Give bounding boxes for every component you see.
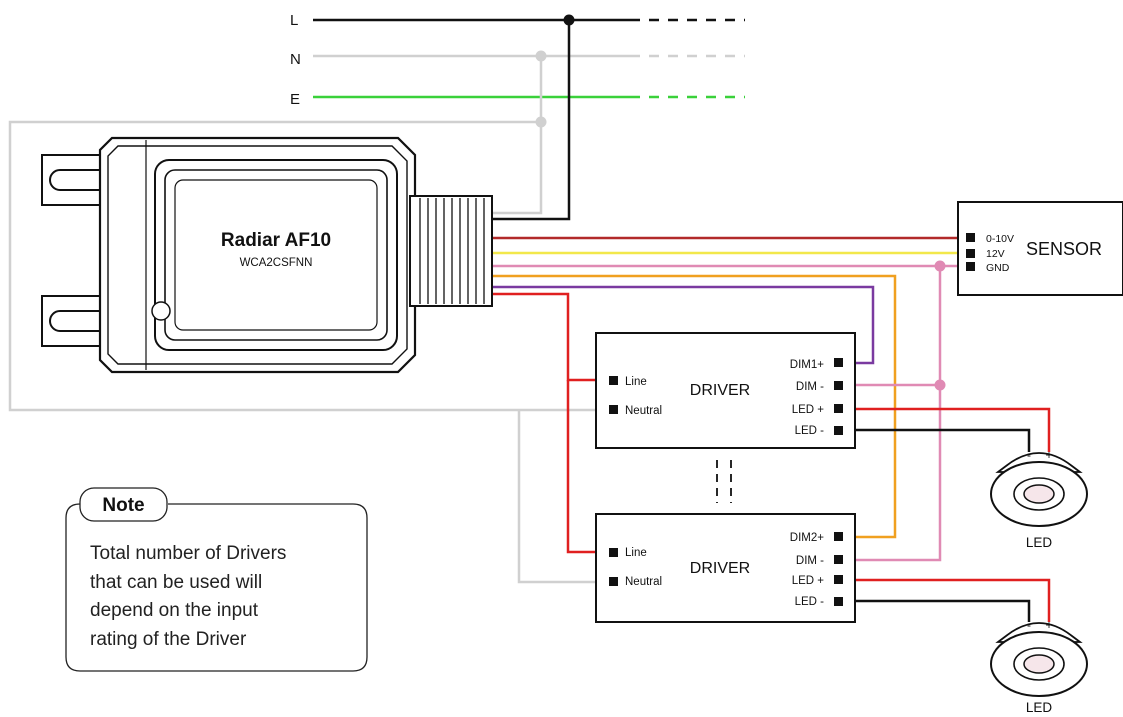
gland-threads — [419, 198, 485, 304]
led-1-minus-label: - — [1027, 448, 1031, 462]
status-led-icon — [151, 301, 171, 321]
note-frame — [65, 503, 368, 672]
sensor-pin-12v — [966, 249, 975, 258]
controller-model: WCA2CSFNN — [240, 257, 313, 269]
note-line-1: Total number of Drivers — [90, 543, 286, 564]
controller-device: Radiar AF10 WCA2CSFNN — [41, 136, 493, 374]
driver-1: Line Neutral DRIVER DIM1+ DIM - LED + LE… — [595, 332, 856, 449]
neutral-junction-2 — [535, 116, 547, 128]
wire-dim1 — [492, 285, 875, 365]
dim-minus-bus-wire — [846, 266, 942, 562]
driver-2-dim-minus-pin — [834, 555, 843, 564]
driver-2-led-minus-pin — [834, 597, 843, 606]
driver-1-box — [595, 332, 856, 449]
led-1-label: LED — [1026, 535, 1053, 550]
driver-1-neutral-pin — [609, 405, 618, 414]
led-2-label: LED — [1026, 700, 1053, 715]
controller-body-inner — [107, 145, 408, 365]
led-2-lens-icon — [1023, 654, 1055, 674]
dim-minus-bus — [846, 266, 942, 562]
driver-1-led-plus-pin — [834, 404, 843, 413]
driver-2-line-label: Line — [625, 547, 647, 559]
led-1-lens-icon — [1023, 484, 1055, 504]
note-title-pill — [79, 487, 168, 522]
led2-plus-wire — [846, 578, 1051, 622]
note-line-2: that can be used will — [90, 572, 262, 593]
neutral-driver2-wire — [517, 410, 609, 584]
sensor-box — [957, 201, 1123, 296]
live-label: L — [290, 12, 298, 29]
neutral-loop-wire — [8, 56, 609, 412]
note-box: Note Total number of Drivers that can be… — [65, 487, 368, 672]
driver-1-led-minus-pin — [834, 426, 843, 435]
wire-line-driver1 — [492, 292, 609, 382]
mounting-slot-top — [49, 169, 100, 191]
driver-1-line-pin — [609, 376, 618, 385]
driver-2-led-plus-label: LED + — [792, 575, 825, 587]
controller-output-wires — [492, 236, 966, 554]
driver-2-dim-minus-label: DIM - — [796, 555, 824, 567]
neutral-junction — [535, 50, 547, 62]
live-controller-wire — [492, 20, 571, 221]
driver-1-led-minus-label: LED - — [795, 425, 825, 437]
driver-2-led-minus-label: LED - — [795, 596, 825, 608]
neutral-label: N — [290, 51, 301, 68]
sensor-device: 0-10V 12V GND SENSOR — [957, 201, 1123, 296]
controller-lid-panel — [174, 179, 378, 331]
led-1: - + LED — [990, 448, 1088, 550]
mains-lines: L N E — [290, 12, 745, 108]
led1-plus-wire — [846, 407, 1051, 452]
driver-1-led-plus-label: LED + — [792, 404, 825, 416]
led-1-plus-label: + — [1045, 448, 1052, 462]
mounting-tab-bottom — [41, 295, 100, 347]
note-line-3: depend on the input — [90, 600, 259, 621]
driver-2-line-pin — [609, 548, 618, 557]
live-junction — [563, 14, 575, 26]
dim-junction — [934, 379, 946, 391]
mounting-slot-bottom — [49, 310, 100, 332]
driver-1-title: DRIVER — [690, 382, 750, 399]
driver-1-dim-plus-pin — [834, 358, 843, 367]
driver-1-neutral-label: Neutral — [625, 405, 662, 417]
driver-1-dim-minus-label: DIM - — [796, 381, 824, 393]
neutral-controller-wire — [492, 122, 543, 215]
led1-minus-wire — [846, 428, 1031, 452]
controller-lid-inner — [164, 169, 388, 341]
driver-2-title: DRIVER — [690, 560, 750, 577]
controller-name: Radiar AF10 — [221, 230, 331, 251]
driver-2-dim-plus-pin — [834, 532, 843, 541]
sensor-title: SENSOR — [1026, 239, 1102, 259]
sensor-pin-0-10v — [966, 233, 975, 242]
driver-2-neutral-pin — [609, 577, 618, 586]
led-2-plus-label: + — [1045, 618, 1052, 632]
driver-1-dim-minus-pin — [834, 381, 843, 390]
gnd-junction — [934, 260, 946, 272]
driver-2-led-plus-pin — [834, 575, 843, 584]
driver-1-dim-plus-label: DIM1+ — [790, 359, 824, 371]
wire-dim2 — [492, 274, 897, 539]
earth-label: E — [290, 91, 300, 108]
sensor-pin-label-0-10v: 0-10V — [986, 233, 1014, 245]
sensor-pin-label-gnd: GND — [986, 262, 1010, 274]
led-2-minus-label: - — [1027, 618, 1031, 632]
led2-minus-wire — [846, 599, 1031, 622]
sensor-pin-label-12v: 12V — [986, 248, 1005, 260]
driver-2-box — [595, 513, 856, 623]
note-title: Note — [102, 495, 144, 516]
led-wires — [846, 407, 1051, 622]
driver-2-neutral-label: Neutral — [625, 576, 662, 588]
led-2: - + LED — [990, 618, 1088, 715]
neutral-wiring — [8, 56, 609, 584]
driver-1-line-label: Line — [625, 376, 647, 388]
cable-gland — [409, 195, 493, 307]
mounting-tab-top — [41, 154, 100, 206]
driver-2: Line Neutral DRIVER DIM2+ DIM - LED + LE… — [595, 513, 856, 623]
sensor-pin-gnd — [966, 262, 975, 271]
driver-2-dim-plus-label: DIM2+ — [790, 532, 824, 544]
controller-lid — [154, 159, 398, 351]
note-line-4: rating of the Driver — [90, 629, 247, 650]
